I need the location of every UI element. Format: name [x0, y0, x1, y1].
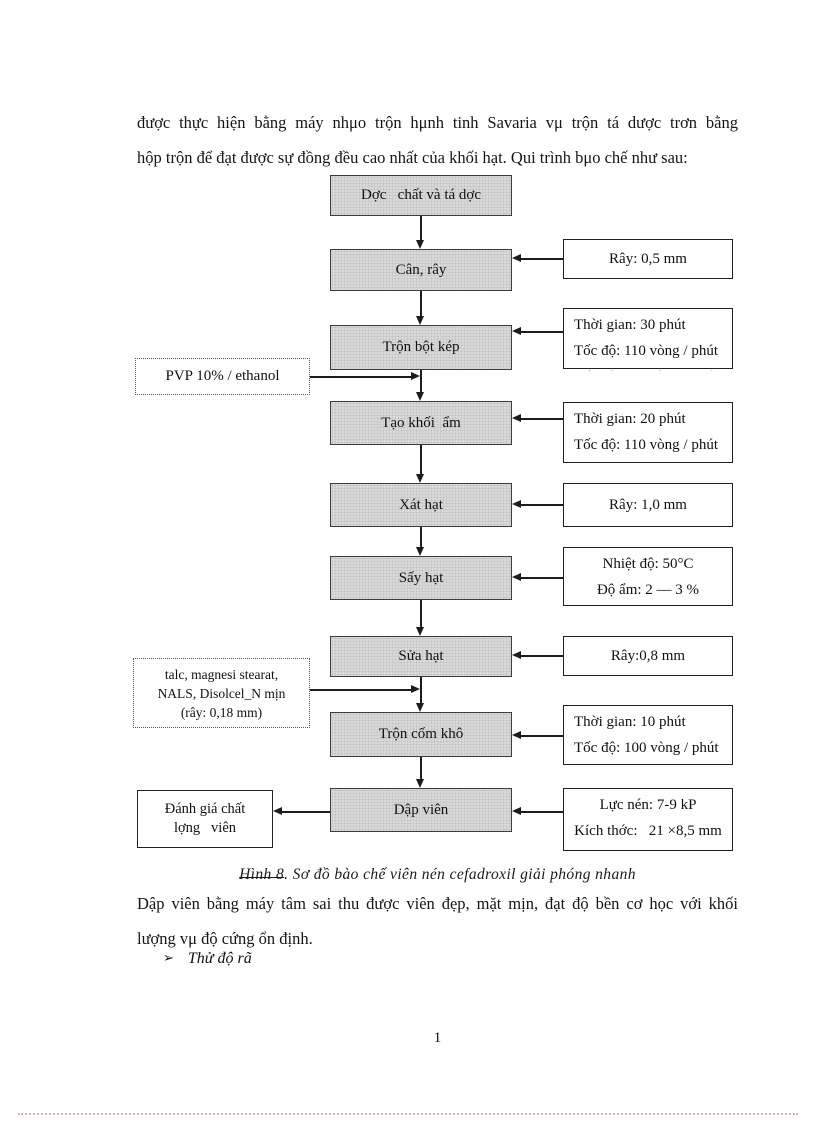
arrow-down-5 [417, 527, 424, 556]
input-line: PVP 10% / ethanol [165, 368, 280, 384]
figure-caption-text: . Sơ đồ bào chế viên nén cefadroxil giải… [284, 866, 636, 883]
bullet-item: ➢ Thử độ rã [163, 950, 252, 968]
page-break-separator [18, 1113, 798, 1115]
figure-caption-label: Hình 8 [239, 866, 285, 883]
param-line: Kích thớc: 21 ×8,5 mm [574, 823, 722, 839]
intro-line-1: được thực hiện bằng máy nhμo trộn hμnh t… [137, 113, 738, 132]
flow-step-say-hat: Sấy hạt [330, 556, 512, 600]
flow-step-sua-hat: Sửa hạt [330, 636, 512, 677]
param-line: Tốc độ: 110 vòng / phút [574, 437, 719, 453]
intro-paragraph: được thực hiện bằng máy nhμo trộn hμnh t… [137, 105, 738, 175]
page-number: 1 [433, 1030, 442, 1046]
arrow-param-tron-bot-kep [512, 328, 563, 335]
param-ray-08mm: Rây:0,8 mm [563, 636, 733, 676]
flow-step-tron-com-kho: Trộn cốm khô [330, 712, 512, 757]
intro-line-2: hộp trộn để đạt được sự đồng đều cao nhấ… [137, 148, 688, 167]
param-line: Độ ẩm: 2 — 3 % [596, 582, 700, 598]
flow-step-can-ray: Cân, rây [330, 249, 512, 291]
arrow-down-8 [417, 757, 424, 788]
param-tron-com-kho: Thời gian: 10 phút Tốc độ: 100 vòng / ph… [563, 705, 733, 765]
arrow-bullet-icon: ➢ [163, 950, 174, 965]
arrow-param-dap-vien [512, 808, 563, 815]
flow-step-dap-vien: Dập viên [330, 788, 512, 832]
arrow-down-7 [417, 677, 424, 712]
arrow-input-lubricants [310, 686, 420, 693]
body-paragraph: Dập viên bằng máy tâm sai thu được viên … [137, 886, 738, 956]
arrow-down-2 [417, 291, 424, 325]
param-tao-khoi-am: Thời gian: 20 phút Tốc độ: 110 vòng / ph… [563, 402, 733, 463]
input-line: (rây: 0,18 mm) [180, 704, 263, 720]
arrow-param-tao-khoi-am [512, 415, 563, 422]
param-say-hat: Nhiệt độ: 50°C Độ ẩm: 2 — 3 % [563, 547, 733, 606]
figure-caption: Hình 8. Sơ đồ bào chế viên nén cefadroxi… [137, 866, 738, 884]
arrow-input-pvp [310, 373, 420, 380]
flow-step-xat-hat: Xát hạt [330, 483, 512, 527]
param-line: Tốc độ: 100 vòng / phút [574, 740, 719, 756]
arrow-down-3 [417, 370, 424, 401]
param-line: Nhiệt độ: 50°C [602, 556, 694, 572]
input-lubricants: talc, magnesi stearat, NALS, Disolcel_N … [133, 658, 310, 728]
input-line: talc, magnesi stearat, [164, 666, 279, 682]
arrow-down-6 [417, 600, 424, 636]
arrow-to-danh-gia [273, 808, 330, 815]
arrow-param-say-hat [512, 574, 563, 581]
param-ray-10mm: Rây: 1,0 mm [563, 483, 733, 527]
flow-step-tao-khoi-am: Tạo khối ẩm [330, 401, 512, 445]
input-line: NALS, Disolcel_N mịn [157, 685, 286, 701]
arrow-down-1 [417, 216, 424, 249]
body-line-1: Dập viên bằng máy tâm sai thu được viên … [137, 894, 738, 913]
arrow-down-4 [417, 445, 424, 483]
flow-step-tron-bot-kep: Trộn bột kép [330, 325, 512, 370]
output-line: lợng viên [173, 820, 237, 836]
arrow-param-xat-hat [512, 501, 563, 508]
param-dap-vien: Lực nén: 7-9 kP Kích thớc: 21 ×8,5 mm [563, 788, 733, 851]
clipped-text: Tốc độ: 110 vòng / phút [564, 364, 732, 371]
param-tron-bot-kep: Thời gian: 30 phút Tốc độ: 110 vòng / ph… [563, 308, 733, 371]
param-line: Thời gian: 30 phút [574, 317, 686, 333]
param-line: Thời gian: 10 phút [574, 714, 686, 730]
param-line: Lực nén: 7-9 kP [599, 797, 697, 813]
input-pvp-ethanol: PVP 10% / ethanol [135, 358, 310, 395]
arrow-param-tron-com-kho [512, 732, 563, 739]
param-ray-05mm: Rây: 0,5 mm [563, 239, 733, 279]
flow-step-duoc-chat-va-ta-duoc: Dợc chất và tá dợc [330, 175, 512, 216]
body-line-2: lượng vμ độ cứng ổn định. [137, 929, 313, 948]
arrow-param-can-ray [512, 255, 563, 262]
arrow-param-sua-hat [512, 652, 563, 659]
bullet-text: Thử độ rã [187, 950, 252, 967]
output-danh-gia-chat-luong: Đánh giá chất lợng viên [137, 790, 273, 848]
output-line: Đánh giá chất [164, 801, 246, 817]
param-line: Thời gian: 20 phút [574, 411, 686, 427]
param-line: Tốc độ: 110 vòng / phút [574, 343, 719, 359]
